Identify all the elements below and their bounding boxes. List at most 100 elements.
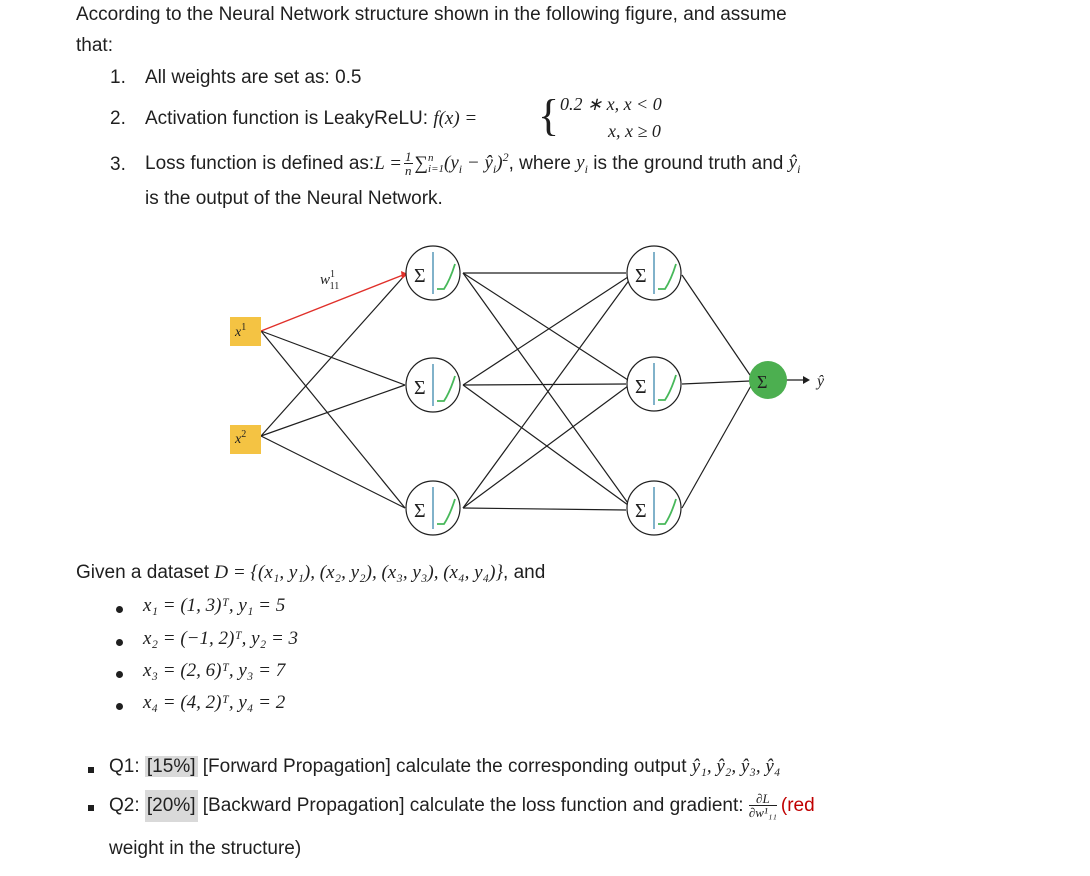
sigma-label: Σ: [635, 376, 647, 398]
edge-x1-h2: [260, 330, 406, 386]
yhat-subscript: i: [797, 161, 801, 176]
dataset-item-3: x₃ = (2, 6)ᵀ, y₃ = 7: [143, 660, 286, 681]
bullet-dot: [116, 703, 123, 710]
bullet-square: [88, 805, 94, 811]
sigma-label: Σ: [635, 265, 647, 287]
loss-lhs: L =: [374, 153, 402, 174]
q2-line-2: weight in the structure): [109, 838, 302, 859]
hidden-neuron-2-3: Σ: [626, 480, 682, 536]
dataset-item-1: x₁ = (1, 3)ᵀ, y₁ = 5: [143, 595, 286, 616]
assumption-1-text: All weights are set as: 0.5: [145, 67, 362, 88]
dataset-formula: D = {(x₁, y₁), (x₂, y₂), (x₃, y₃), (x₄, …: [214, 562, 504, 583]
loss-y: (y: [444, 152, 459, 174]
yi-subscript: i: [584, 161, 588, 176]
connections: [260, 272, 803, 511]
edge-x1-h1-highlight: [260, 274, 404, 332]
loss-close: ): [496, 152, 503, 174]
edge-h3-g2: [462, 385, 629, 509]
loss-y-subscript: i: [458, 162, 463, 177]
loss-sum-upper: n: [428, 152, 434, 165]
q2-frac-denominator: ∂w¹₁₁: [748, 805, 777, 820]
edge-x2-h1: [260, 274, 406, 437]
edge-h1-g3: [462, 272, 631, 507]
intro-line-1: According to the Neural Network structur…: [76, 4, 787, 25]
edge-h3-g3: [462, 507, 627, 511]
yhat: ŷ: [788, 151, 798, 173]
assumption-3-line-2: is the output of the Neural Network.: [145, 188, 443, 209]
q2-frac-numerator: ∂L: [748, 792, 777, 806]
edge-h3-g1: [462, 278, 631, 509]
edge-h2-g2: [462, 383, 627, 386]
q1-label: Q1:: [109, 756, 145, 777]
activation-curve-icon: [658, 374, 677, 401]
hidden-neuron-2-1: Σ: [626, 245, 682, 301]
ground-truth-symbol: yi: [576, 152, 588, 177]
q2-gradient-fraction: ∂L ∂w¹₁₁: [748, 792, 777, 820]
q2-red-note: (red: [780, 795, 815, 816]
piecewise-brace: {: [538, 91, 560, 140]
assumption-2-text: Activation function is LeakyReLU: f(x) =: [145, 108, 477, 130]
dataset-line: Given a dataset D = {(x₁, y₁), (x₂, y₂),…: [76, 562, 545, 584]
dataset-suffix: , and: [503, 562, 546, 583]
input-node-x1: [230, 317, 261, 346]
prediction-symbol: ŷi: [789, 152, 801, 177]
activation-curve-icon: [437, 263, 456, 290]
output-neuron: Σ: [749, 361, 787, 399]
assumption-2-number: 2.: [110, 108, 126, 129]
output-arrowhead: [803, 376, 810, 384]
hidden-neuron-1-2: Σ: [405, 357, 461, 413]
bullet-dot: [116, 606, 123, 613]
output-yhat-label: ŷ: [815, 373, 825, 390]
edge-h2-g1: [462, 276, 629, 386]
ground-truth-text: is the ground truth and: [587, 153, 789, 174]
q2-percentage: [20%]: [144, 790, 198, 822]
edge-x1-h3: [260, 330, 406, 509]
activation-curve-icon: [658, 263, 677, 290]
activation-curve-icon: [658, 498, 677, 525]
assumption-2-label: Activation function is LeakyReLU:: [145, 108, 434, 129]
edge-h2-g3: [462, 384, 629, 506]
bullet-square: [88, 767, 94, 773]
question-2: Q2: [20%] [Backward Propagation] calcula…: [109, 790, 815, 822]
q2-text: [Backward Propagation] calculate the los…: [197, 795, 749, 816]
loss-body: (yi − ŷi)2: [444, 150, 509, 177]
assumption-3-label: Loss function is defined as:: [145, 153, 375, 174]
where-text: , where: [508, 153, 577, 174]
sigma-label: Σ: [414, 500, 426, 522]
edge-x2-h3: [260, 435, 406, 509]
leakyrelu-case-positive: x, x ≥ 0: [608, 121, 661, 141]
edge-g2-out: [681, 380, 751, 385]
dataset-item-2: x₂ = (−1, 2)ᵀ, y₂ = 3: [143, 628, 299, 649]
loss-square: 2: [502, 150, 509, 165]
sigma-label: Σ: [414, 377, 426, 399]
edge-h1-g2: [462, 272, 629, 381]
activation-curve-icon: [437, 375, 456, 402]
edge-x2-h2: [260, 384, 406, 437]
hidden-neuron-1-3: Σ: [405, 480, 461, 536]
activation-curve-icon: [437, 498, 456, 525]
assumption-3-number: 3.: [110, 154, 126, 175]
dataset-prefix: Given a dataset: [76, 562, 215, 583]
input-x2-label: x2: [234, 429, 246, 447]
loss-fraction-denominator: n: [405, 163, 412, 178]
yi: y: [576, 151, 585, 173]
bullet-dot: [116, 639, 123, 646]
hidden-neuron-1-1: Σ: [405, 245, 461, 301]
sigma-label: Σ: [414, 265, 426, 287]
edge-g1-out: [681, 274, 753, 379]
loss-yhat: − ŷ: [462, 152, 493, 174]
loss-yhat-subscript: i: [492, 162, 497, 177]
loss-sum-symbol: ∑: [414, 152, 429, 174]
sigma-label: Σ: [635, 500, 647, 522]
highlight-arrowhead: [401, 271, 408, 279]
hidden-neuron-2-2: Σ: [626, 356, 682, 412]
leakyrelu-lhs: f(x) =: [433, 108, 478, 129]
output-sigma-label: Σ: [757, 372, 767, 392]
bullet-dot: [116, 671, 123, 678]
loss-sum-lower: i=1: [428, 163, 445, 176]
loss-fraction: 1 n: [404, 150, 413, 178]
